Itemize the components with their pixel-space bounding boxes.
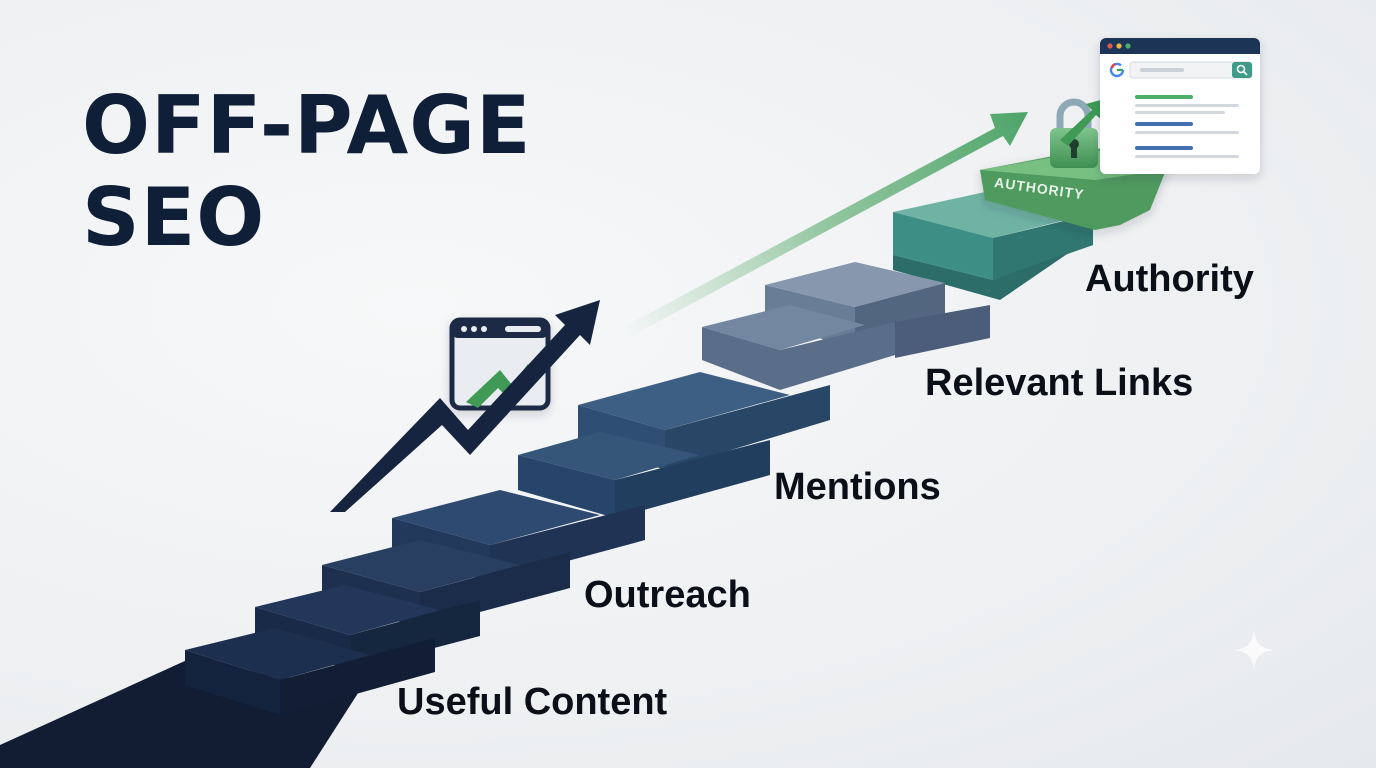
page-title: OFF-PAGE SEO (82, 80, 532, 264)
step-label-authority: Authority (1085, 258, 1254, 300)
sparkle-icon (1234, 630, 1274, 670)
step-useful-content (185, 585, 480, 715)
growth-arrow (618, 112, 1028, 338)
step-relevant-links (702, 262, 990, 390)
padlock-icon (1050, 98, 1108, 168)
google-g-icon (1109, 62, 1125, 78)
step-mentions (518, 372, 830, 518)
search-results-browser-icon (1100, 38, 1260, 174)
step-label-useful-content: Useful Content (397, 681, 668, 723)
title-line-2: SEO (82, 171, 266, 264)
title-line-1: OFF-PAGE (82, 79, 532, 172)
step-label-outreach: Outreach (584, 574, 751, 616)
step-authority (893, 192, 1093, 300)
zigzag-trend-arrow (330, 300, 600, 512)
step-label-mentions: Mentions (774, 466, 941, 508)
step-label-relevant-links: Relevant Links (925, 362, 1194, 404)
